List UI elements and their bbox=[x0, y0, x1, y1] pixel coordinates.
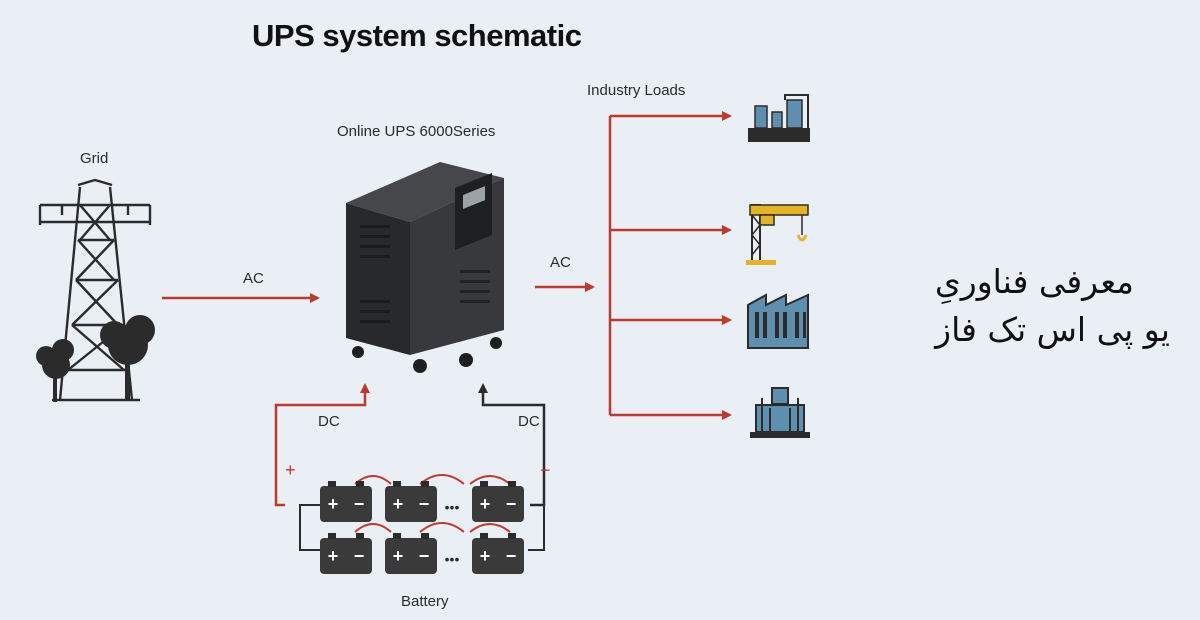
persian-title-line-1: معرفی فناوریِ bbox=[934, 262, 1134, 301]
battery-label: Battery bbox=[401, 593, 449, 610]
minus-sign: − bbox=[419, 546, 430, 566]
battery-series-wire-right bbox=[528, 504, 545, 551]
minus-sign: − bbox=[506, 494, 517, 514]
persian-title-line-2: یو پی اس تک فاز bbox=[935, 310, 1170, 349]
battery-cell-6: + − bbox=[472, 533, 524, 574]
minus-sign: − bbox=[354, 494, 365, 514]
dc-left-label: DC bbox=[318, 413, 340, 430]
ups-cabinet-icon bbox=[346, 162, 504, 373]
negative-terminal-label: − bbox=[540, 460, 551, 480]
minus-sign: − bbox=[354, 546, 365, 566]
plus-sign: + bbox=[393, 494, 404, 514]
plus-sign: + bbox=[393, 546, 404, 566]
industry-loads-label: Industry Loads bbox=[587, 82, 686, 99]
factory-plant-icon bbox=[748, 94, 810, 142]
minus-sign: − bbox=[506, 546, 517, 566]
dc-positive-line bbox=[274, 383, 370, 507]
battery-bank-icon: + − + − ••• + − + − + − ••• bbox=[320, 481, 524, 574]
tree-icon bbox=[36, 315, 155, 402]
minus-sign: − bbox=[419, 494, 430, 514]
plus-sign: + bbox=[328, 494, 339, 514]
ellipsis-bottom: ••• bbox=[445, 551, 460, 567]
transformer-icon bbox=[750, 387, 810, 438]
grid-label: Grid bbox=[80, 150, 109, 167]
ups-label: Online UPS 6000Series bbox=[337, 123, 496, 140]
plus-sign: + bbox=[480, 546, 491, 566]
diagram-title: UPS system schematic bbox=[252, 18, 582, 53]
battery-cell-3: + − bbox=[472, 481, 524, 522]
ac-output-label: AC bbox=[550, 254, 571, 271]
battery-cell-5: + − bbox=[385, 533, 437, 574]
ac-input-label: AC bbox=[243, 270, 264, 287]
positive-terminal-label: + bbox=[285, 460, 296, 480]
plus-sign: + bbox=[328, 546, 339, 566]
battery-series-wire-left bbox=[299, 504, 320, 551]
factory-building-icon bbox=[747, 293, 809, 349]
battery-cell-2: + − bbox=[385, 481, 437, 522]
ellipsis-top: ••• bbox=[445, 499, 460, 515]
battery-cell-1: + − bbox=[320, 481, 372, 522]
plus-sign: + bbox=[480, 494, 491, 514]
dc-right-label: DC bbox=[518, 413, 540, 430]
crane-icon bbox=[746, 204, 809, 265]
battery-cell-4: + − bbox=[320, 533, 372, 574]
